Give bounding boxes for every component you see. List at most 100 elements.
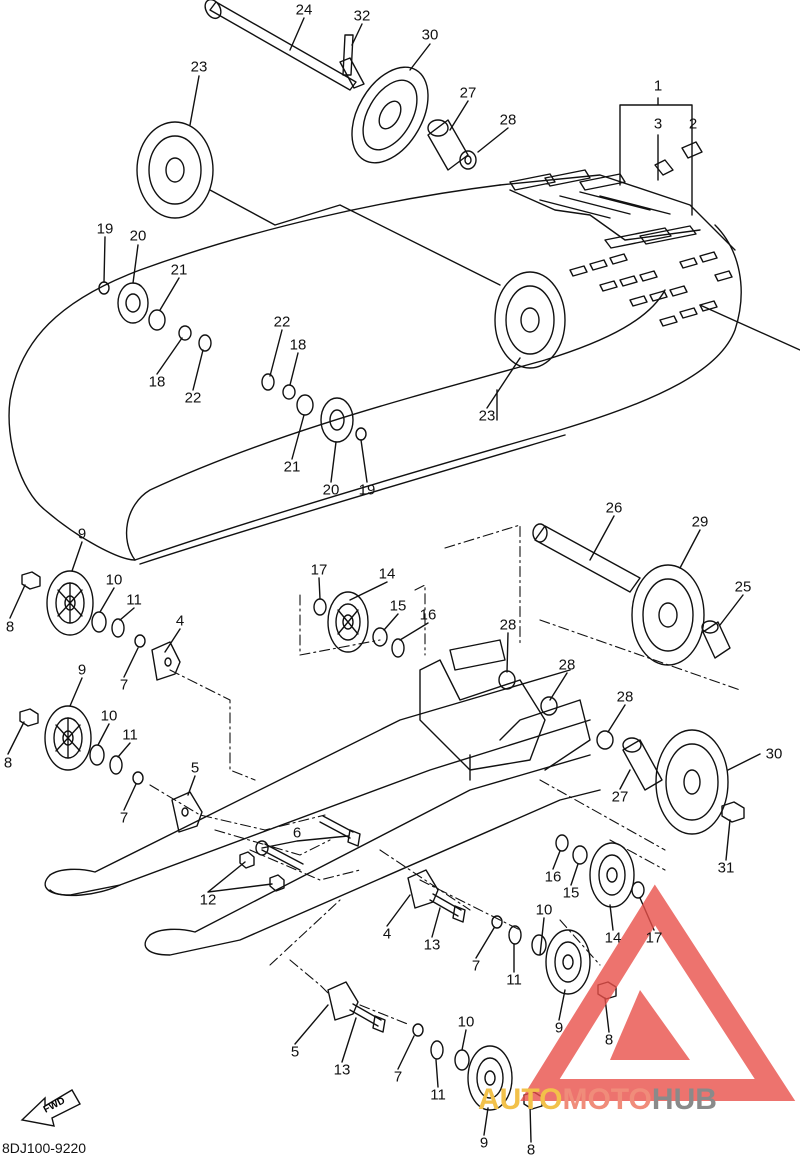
wheel-23-left — [136, 121, 214, 219]
callout-label: 13 — [423, 936, 441, 954]
callout-label: 10 — [100, 707, 118, 725]
callout-label: 9 — [479, 1134, 489, 1152]
track-belt — [8, 169, 742, 565]
clip-11-c — [508, 925, 522, 945]
callout-label: 3 — [653, 115, 663, 133]
washer-28-a — [498, 670, 516, 690]
callout-label: 25 — [734, 578, 752, 596]
nut-31 — [721, 801, 745, 823]
washer-16-lower — [555, 834, 569, 852]
clip-11-d — [430, 1040, 444, 1060]
bearing-10-c — [531, 934, 547, 956]
washer-22-left — [198, 334, 212, 352]
idler-wheel-14-lower — [589, 842, 635, 908]
callout-label: 5 — [190, 759, 200, 777]
callout-label: 23 — [190, 58, 208, 76]
idler-wheel-14-upper — [327, 591, 369, 653]
slide-rail-right — [144, 754, 601, 956]
bracket-5-upper — [171, 791, 203, 833]
diagram-code: 8DJ100-9220 — [2, 1140, 87, 1156]
callout-label: 29 — [691, 513, 709, 531]
bracket-5-lower — [327, 981, 359, 1021]
callout-label: 4 — [175, 612, 185, 630]
callout-label: 27 — [611, 788, 629, 806]
callout-label: 8 — [5, 618, 15, 636]
bolt-13-upper — [429, 893, 466, 923]
bearing-10-d — [454, 1049, 470, 1071]
fwd-arrow-icon — [20, 1089, 81, 1127]
bearing-10-a — [91, 611, 107, 633]
callout-label: 15 — [562, 884, 580, 902]
callout-label: 8 — [526, 1141, 536, 1159]
bolt-13-lower — [349, 1003, 386, 1033]
callout-label: 8 — [604, 1031, 614, 1049]
collar-27-lower — [622, 737, 663, 791]
callout-label: 22 — [273, 313, 291, 331]
callout-label: 10 — [535, 901, 553, 919]
callout-label: 7 — [393, 1068, 403, 1086]
callout-label: 19 — [358, 481, 376, 499]
nut-12-b — [269, 874, 285, 892]
callout-label: 7 — [471, 957, 481, 975]
callout-label: 32 — [353, 7, 371, 25]
washer-18-right — [282, 384, 296, 400]
washer-18-left — [178, 325, 192, 341]
bearing-20-right — [320, 397, 354, 443]
callout-label: 28 — [616, 688, 634, 706]
bearing-20-left — [117, 282, 149, 324]
callout-label: 30 — [421, 26, 439, 44]
washer-28-b — [540, 696, 558, 716]
callout-label: 1 — [653, 77, 663, 95]
callout-label: 31 — [717, 859, 735, 877]
nut-19-right — [355, 427, 367, 441]
bearing-10-b — [89, 744, 105, 766]
washer-7-b — [132, 771, 144, 785]
nut-12-a — [239, 851, 255, 869]
callout-label: 11 — [122, 726, 138, 744]
shaft-26 — [532, 523, 641, 593]
callout-label: 18 — [289, 336, 307, 354]
washer-28-top — [459, 150, 477, 170]
collar-21-left — [148, 309, 166, 331]
callout-label: 14 — [604, 929, 622, 947]
callout-label: 18 — [148, 373, 166, 391]
wheel-30-lower — [655, 729, 729, 835]
washer-32 — [342, 34, 354, 76]
washer-7-d — [412, 1023, 424, 1037]
idler-wheel-9-a — [46, 570, 94, 636]
callout-label: 17 — [645, 929, 663, 947]
callout-label: 7 — [119, 809, 129, 827]
callout-label: 30 — [765, 745, 783, 763]
slide-rail-left — [44, 669, 591, 897]
cross-frame — [419, 639, 591, 781]
watermark-part-3: HUB — [651, 1083, 717, 1116]
callout-label: 17 — [310, 561, 328, 579]
callout-label: 28 — [499, 111, 517, 129]
callout-label: 22 — [184, 389, 202, 407]
washer-7-a — [134, 634, 146, 648]
callout-label: 21 — [283, 458, 301, 476]
callout-label: 9 — [77, 525, 87, 543]
watermark-part-1: AUTO — [478, 1083, 563, 1116]
callout-label: 4 — [382, 925, 392, 943]
callout-label: 14 — [378, 565, 396, 583]
callout-label: 28 — [558, 656, 576, 674]
washer-22-right — [261, 373, 275, 391]
nut-8-a — [21, 571, 41, 590]
wheel-29 — [631, 564, 705, 666]
idler-wheel-9-d — [467, 1045, 513, 1111]
clip-3 — [654, 159, 674, 176]
collar-15-lower — [572, 845, 588, 865]
callout-label: 11 — [126, 591, 142, 609]
callout-label: 10 — [457, 1013, 475, 1031]
callout-label: 23 — [478, 407, 496, 425]
idler-wheel-9-b — [44, 705, 92, 771]
watermark-part-2: MOTO — [562, 1083, 652, 1116]
washer-28-c — [596, 730, 614, 750]
washer-7-c — [491, 915, 503, 929]
callout-label: 6 — [292, 824, 302, 842]
wheel-23-mid — [494, 271, 566, 369]
collar-15-upper — [372, 627, 388, 647]
washer-16-upper — [391, 638, 405, 658]
